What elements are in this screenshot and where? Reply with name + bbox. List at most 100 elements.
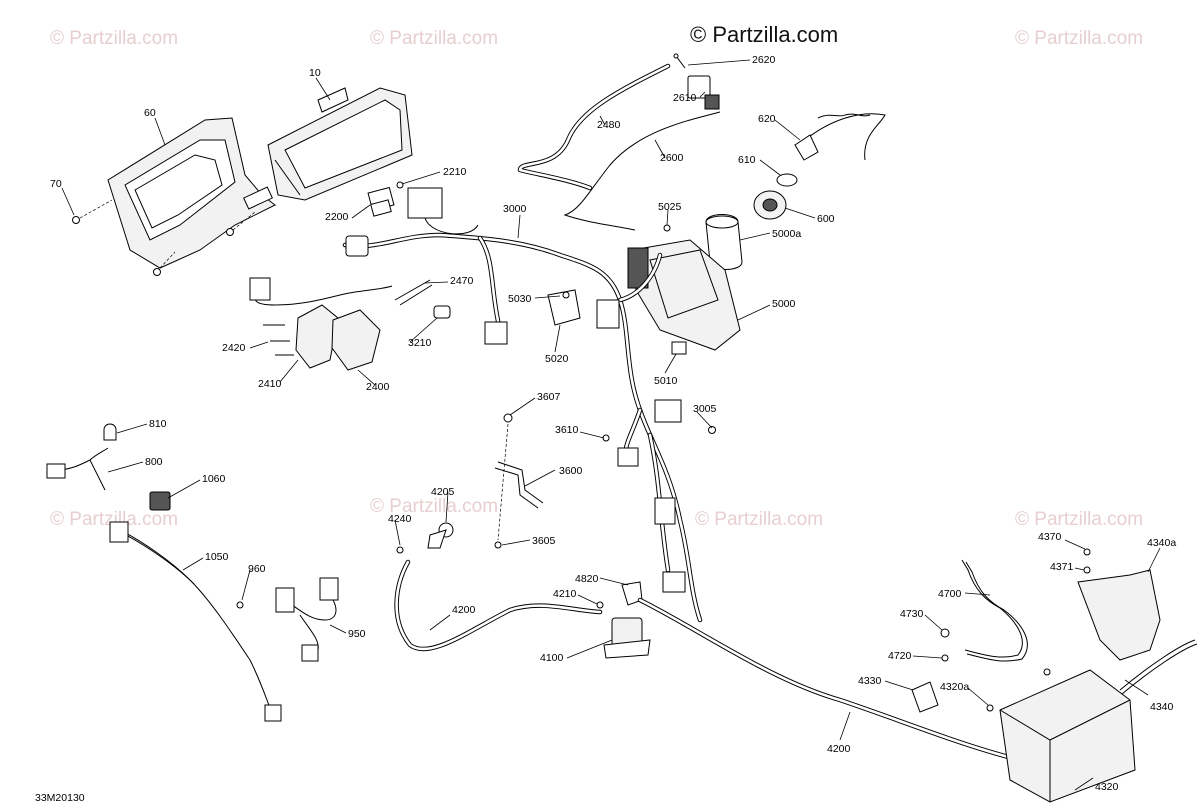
part-4200-positive-cable[interactable] [394,559,603,652]
part-4205-terminal[interactable] [427,522,454,549]
part-4100-starter-solenoid[interactable] [603,617,651,659]
callout-2210: 2210 [443,166,467,178]
callout-4330: 4330 [858,675,882,687]
callout-600: 600 [817,213,835,225]
part-3605-screw[interactable] [494,541,502,549]
leader-lines [61,59,1161,791]
part-4240-nut[interactable] [396,546,404,554]
part-600-ignition-switch[interactable] [753,190,787,220]
part-1060-switch[interactable] [149,491,171,511]
callout-4340a: 4340a [1147,537,1176,549]
part-5025-screw[interactable] [663,224,671,232]
part-810-bulb[interactable] [103,423,117,441]
callout-4700: 4700 [938,588,962,600]
callout-4205: 4205 [431,486,455,498]
watermark-faint: © Partzilla.com [1015,28,1143,49]
callout-labels: 60 10 70 2210 2200 2620 2610 2480 2600 6… [50,54,1176,793]
part-620-tether-switch[interactable] [794,113,886,161]
part-4340a-bracket[interactable] [1077,569,1161,661]
part-950-harness[interactable] [275,577,339,662]
part-1050-harness[interactable] [109,521,282,722]
callout-1050: 1050 [205,551,229,563]
part-2620-pin[interactable] [673,53,686,69]
part-2420-pins[interactable] [263,324,294,356]
part-2400-wiring[interactable] [249,277,393,306]
callout-3000: 3000 [503,203,527,215]
part-4370-screw[interactable] [1083,548,1091,556]
callout-5000: 5000 [772,298,796,310]
callout-5020: 5020 [545,353,569,365]
part-3000-main-wiring-harness[interactable] [342,232,703,623]
callout-2420: 2420 [222,342,246,354]
part-4210-nut[interactable] [596,601,604,609]
callout-2480: 2480 [597,119,621,131]
part-4730-nut[interactable] [940,628,950,638]
part-5000a-canister[interactable] [705,214,743,270]
part-5010-clip[interactable] [671,341,687,355]
callout-4100: 4100 [540,652,564,664]
faint-watermarks: © Partzilla.com © Partzilla.com © Partzi… [50,28,1143,530]
callout-4340: 4340 [1150,701,1174,713]
callout-4200-upper: 4200 [452,604,476,616]
part-2600-cable[interactable] [563,111,721,231]
callout-4320: 4320 [1095,781,1119,793]
part-4320a-bolt[interactable] [986,668,1051,712]
callout-4370: 4370 [1038,531,1062,543]
watermark-faint: © Partzilla.com [370,28,498,49]
watermark-faint: © Partzilla.com [50,28,178,49]
part-800-wire-harness[interactable] [46,447,109,491]
callout-800: 800 [145,456,163,468]
part-3210-sensor[interactable] [433,305,451,319]
callout-4240: 4240 [388,513,412,525]
part-2480-tube[interactable] [517,63,671,191]
callout-4371: 4371 [1050,561,1074,573]
callout-3605: 3605 [532,535,556,547]
watermark-faint: © Partzilla.com [370,496,498,517]
callout-2410: 2410 [258,378,282,390]
part-5000-ecm-module[interactable] [627,239,741,351]
callout-950: 950 [348,628,366,640]
part-3005-screw[interactable] [708,426,716,434]
part-4200-battery-cable[interactable] [637,597,1043,788]
callout-5030: 5030 [508,293,532,305]
part-4720-screw[interactable] [941,654,949,662]
part-3607-nut[interactable] [503,413,513,423]
watermark-faint: © Partzilla.com [695,509,823,530]
part-2400-housing-left[interactable] [295,304,339,369]
part-3600-ground-strap[interactable] [494,461,544,509]
callout-1060: 1060 [202,473,226,485]
part-2210-screw[interactable] [396,181,404,189]
part-4320-battery[interactable] [999,669,1136,803]
part-960-screw[interactable] [236,601,244,609]
part-4700-negative-cable[interactable] [961,559,1028,662]
callout-2200: 2200 [325,211,349,223]
part-2200-connector[interactable] [367,186,395,217]
callout-2620: 2620 [752,54,776,66]
part-70-screws[interactable] [72,216,234,276]
callout-5000a: 5000a [772,228,801,240]
diagram-code: 33M20130 [35,792,85,804]
part-5030-screw[interactable] [562,291,570,299]
callout-2610: 2610 [673,92,697,104]
callout-5010: 5010 [654,375,678,387]
callout-610: 610 [738,154,756,166]
part-4371-washer[interactable] [1083,566,1091,574]
part-4330-terminal-cover[interactable] [911,681,939,713]
part-2470-connector-lead[interactable] [394,279,433,306]
callout-2470: 2470 [450,275,474,287]
callout-4820: 4820 [575,573,599,585]
part-2400-housing-right[interactable] [331,309,381,371]
callout-3600: 3600 [559,465,583,477]
part-60-cluster-bezel[interactable] [107,117,276,269]
part-610-nut[interactable] [776,173,798,187]
callout-4730: 4730 [900,608,924,620]
part-2200-wire-connector[interactable] [407,187,479,235]
callout-3607: 3607 [537,391,561,403]
part-2610-relay[interactable] [687,75,720,110]
callout-3005: 3005 [693,403,717,415]
callout-3610: 3610 [555,424,579,436]
part-10-instrument-cluster[interactable] [267,87,413,201]
callout-5025: 5025 [658,201,682,213]
